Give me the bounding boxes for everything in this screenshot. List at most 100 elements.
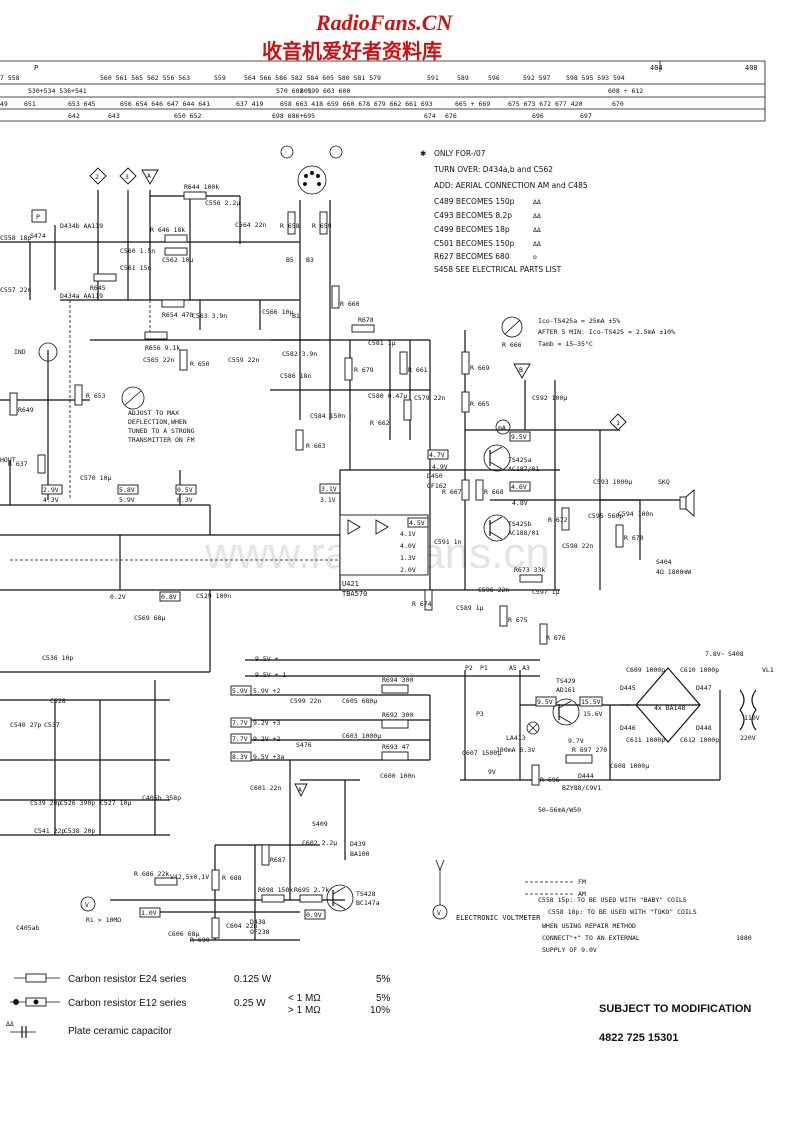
svg-text:C561 15n: C561 15n [120, 264, 151, 272]
header-cell: 601 [300, 87, 312, 95]
svg-text:D446: D446 [620, 724, 636, 732]
svg-text:C602 2.2µ: C602 2.2µ [302, 839, 337, 847]
header-col-408: 408 [745, 64, 758, 72]
svg-text:C601 22n: C601 22n [250, 784, 281, 792]
svg-text:R673 33k: R673 33k [514, 566, 545, 574]
svg-text:AC188/01: AC188/01 [508, 529, 539, 537]
svg-text:R 660: R 660 [340, 300, 360, 308]
svg-text:AFTER 5 MIN: Ico-TS425 = 2.5mA: AFTER 5 MIN: Ico-TS425 = 2.5mA ±10% [538, 328, 675, 336]
schematic-wiring [0, 190, 721, 941]
svg-text:4.5V: 4.5V [409, 519, 425, 527]
header-cell: 651 [24, 100, 36, 108]
svg-text:C584 150n: C584 150n [310, 412, 345, 420]
note-line: ADD: AERIAL CONNECTION AM and C485 [434, 181, 588, 190]
header-cell: 665 + 669 [455, 100, 490, 108]
svg-text:WHEN USING REPAIR METHOD: WHEN USING REPAIR METHOD [542, 922, 636, 930]
svg-text:B1: B1 [292, 312, 300, 320]
svg-text:5.9V: 5.9V [232, 687, 248, 695]
svg-text:C536 10p: C536 10p [42, 654, 73, 662]
header-cell: 592 597 [523, 74, 550, 82]
svg-text:4.3V: 4.3V [43, 496, 59, 504]
svg-text:5.9V: 5.9V [119, 496, 135, 504]
svg-text:TUNED TO A STRONG: TUNED TO A STRONG [128, 427, 195, 435]
brand-title: RadioFans.CN [315, 10, 453, 35]
svg-text:R644 100k: R644 100k [184, 183, 219, 191]
svg-text:5.8V: 5.8V [119, 486, 135, 494]
header-col-p: P [34, 64, 38, 72]
header-cell: 530+534 536+541 [28, 87, 87, 95]
svg-text:D447: D447 [696, 684, 712, 692]
transistor-ts429: TS429 AD161 [552, 677, 580, 726]
svg-text:C586 18n: C586 18n [280, 372, 311, 380]
svg-text:C570 10µ: C570 10µ [80, 474, 111, 482]
svg-text:S476: S476 [296, 741, 312, 749]
svg-text:R 637: R 637 [8, 460, 28, 468]
svg-text:220V: 220V [740, 734, 756, 742]
svg-text:C405ab: C405ab [16, 924, 40, 932]
svg-text:C581 1µ: C581 1µ [368, 339, 395, 347]
svg-text:R 658: R 658 [280, 222, 300, 230]
svg-text:C598 22n: C598 22n [562, 542, 593, 550]
svg-text:C526 390p: C526 390p [60, 799, 95, 807]
connector-markers: 2 3 A B 1 P A [31, 167, 627, 798]
svg-text:C600 100n: C600 100n [380, 772, 415, 780]
svg-text:Carbon resistor E12 series: Carbon resistor E12 series [68, 998, 186, 1009]
header-cell: 698 686+695 [272, 112, 315, 120]
svg-text:2.9V: 2.9V [43, 486, 59, 494]
svg-text:50–56mA/W50: 50–56mA/W50 [538, 806, 581, 814]
header-cell: 675 673 672 677 420 [508, 100, 582, 108]
svg-text:AC187/01: AC187/01 [508, 465, 539, 473]
svg-text:C596 22n: C596 22n [478, 586, 509, 594]
svg-text:C605 680µ: C605 680µ [342, 697, 377, 705]
svg-text:R 646 18k: R 646 18k [150, 226, 185, 234]
svg-text:o: o [533, 253, 537, 261]
header-cell: 7 558 [0, 74, 20, 82]
svg-text:Ri > 10MΩ: Ri > 10MΩ [86, 916, 121, 924]
svg-text:R698 150k: R698 150k [258, 886, 293, 894]
header-cell: 570 602 599 603 600 [276, 87, 350, 95]
svg-text:R 650: R 650 [190, 360, 210, 368]
svg-text:A: A [298, 786, 302, 794]
svg-text:5.9V +2: 5.9V +2 [253, 687, 280, 695]
svg-text:TS429: TS429 [556, 677, 576, 685]
svg-text:TS425a: TS425a [508, 456, 532, 464]
header-cell: 656 654 646 647 644 641 [120, 100, 210, 108]
svg-text:9.2V +3: 9.2V +3 [253, 719, 280, 727]
din-socket [280, 145, 343, 195]
svg-text:C559 22n: C559 22n [228, 356, 259, 364]
header-cell: 676 [445, 112, 457, 120]
svg-text:V: V [437, 909, 441, 917]
note-line: ONLY FOR-/07 [434, 149, 486, 158]
svg-text:C591 1n: C591 1n [434, 538, 461, 546]
svg-text:1.3V: 1.3V [400, 554, 416, 562]
header-cell: 674 [424, 112, 436, 120]
svg-text:R 697 270: R 697 270 [572, 746, 607, 754]
svg-text:D439: D439 [350, 840, 366, 848]
svg-text:V42,5±0,1V: V42,5±0,1V [170, 873, 209, 881]
svg-text:C556 2.2µ: C556 2.2µ [205, 199, 240, 207]
svg-text:2: 2 [95, 173, 99, 181]
svg-text:SKQ: SKQ [658, 478, 670, 486]
svg-text:15.5V: 15.5V [581, 698, 601, 706]
svg-text:C582 3.9n: C582 3.9n [282, 350, 317, 358]
svg-text:5%: 5% [376, 974, 391, 985]
svg-text:S408: S408 [728, 650, 744, 658]
svg-text:ADJUST TO MAX: ADJUST TO MAX [128, 409, 179, 417]
svg-text:A3: A3 [522, 664, 530, 672]
svg-text:Tamb = 15–35°C: Tamb = 15–35°C [538, 340, 593, 348]
svg-text:C610 1000p: C610 1000p [680, 666, 719, 674]
header-cell: 696 [532, 112, 544, 120]
svg-text:ΔΔ: ΔΔ [533, 226, 541, 234]
svg-text:C604 22n: C604 22n [226, 922, 257, 930]
svg-text:R 665: R 665 [470, 400, 490, 408]
svg-text:R694 300: R694 300 [382, 676, 413, 684]
note-line: C493 BECOMES 8.2p [434, 211, 512, 220]
note-line: C489 BECOMES 150p [434, 197, 515, 206]
svg-text:4.9V: 4.9V [432, 463, 448, 471]
svg-text:9.5V + 1: 9.5V + 1 [255, 671, 286, 679]
svg-text:9V: 9V [488, 768, 496, 776]
svg-text:R 668: R 668 [484, 488, 504, 496]
svg-text:LA413: LA413 [506, 734, 526, 742]
svg-text:Ico-TS425a = 25mA ±5%: Ico-TS425a = 25mA ±5% [538, 317, 620, 325]
